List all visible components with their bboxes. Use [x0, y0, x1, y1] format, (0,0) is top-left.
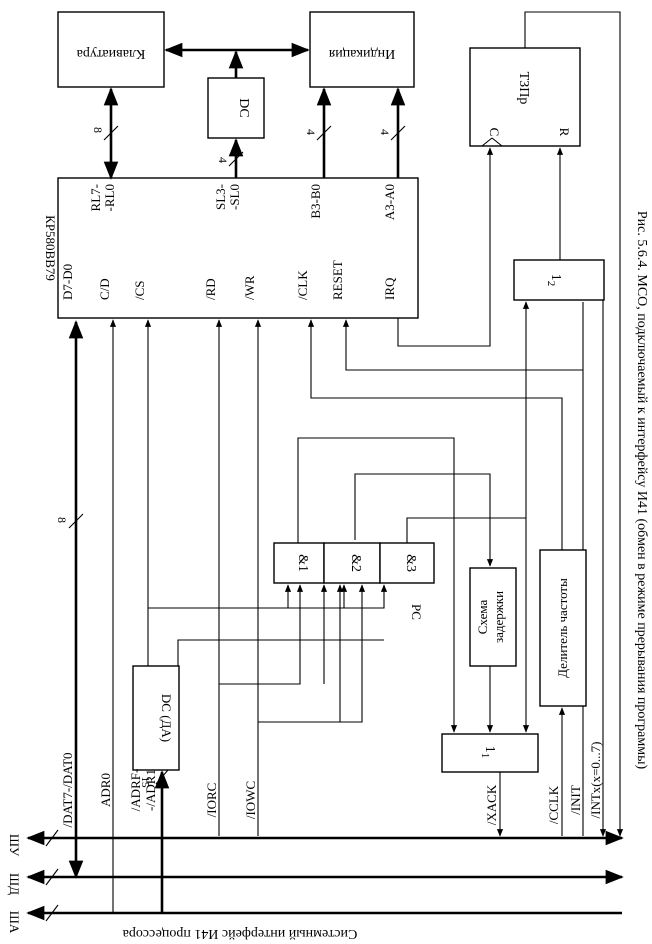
pin-right-label: SL3- [213, 184, 228, 210]
and3-out [406, 517, 530, 733]
tshp-c-clock-mark [481, 137, 493, 147]
keyboard-block [57, 11, 165, 88]
clk-wire [307, 319, 563, 550]
pc-label: PC [409, 604, 424, 620]
dc-small-block [207, 77, 265, 139]
tshp-r-label: R [557, 128, 572, 137]
bus-tick [316, 125, 332, 141]
controller-block [57, 177, 419, 319]
sig-dat: /DAT7-/DAT0 [60, 752, 75, 827]
and2-block [323, 542, 381, 584]
data-width: 8 [55, 517, 69, 523]
bus-tick [103, 125, 119, 141]
and3-block [379, 542, 435, 584]
sig-adr0: ADR0 [98, 773, 113, 807]
dc-small-label: DC [236, 98, 251, 117]
delay-label-2: задержки [491, 591, 506, 643]
sig-xack: /XACK [484, 784, 499, 825]
bus-tick [155, 769, 169, 785]
dc-da-label: DC (ДА) [159, 694, 174, 742]
sl-width: 4 [216, 157, 230, 163]
b-width: 4 [304, 129, 318, 135]
sig-adrf: /ADRF- [128, 769, 143, 812]
pin-right-label: -SL0 [227, 184, 242, 210]
and2-to-delay [354, 473, 494, 567]
pin-right-label: A3-A0 [382, 184, 397, 220]
sig-adr1: -/ADR1 [143, 769, 158, 811]
freq-divider-label: Делитель частоты [555, 578, 570, 678]
bus-tick [228, 151, 244, 167]
and2-label: &2 [348, 554, 363, 572]
bus-label-shd: ШД [7, 873, 22, 895]
tshp-block [469, 47, 581, 147]
delay-label-1: Схема [475, 600, 490, 635]
display-block [309, 11, 415, 88]
sig-iowc: /IOWC [243, 781, 258, 819]
iowc-to-and3 [258, 584, 366, 723]
pin-right-label: -RL0 [102, 184, 117, 211]
and1-label: &1 [295, 554, 310, 572]
cs-line [148, 584, 388, 609]
system-interface-label: Системный интерфейс И41 процессора [122, 926, 358, 941]
pin-right-label: B3-B0 [308, 184, 323, 219]
dc-da-top [177, 639, 384, 666]
bus-tick [45, 829, 59, 847]
delay-block [469, 567, 517, 667]
and1-block [273, 542, 325, 584]
pin-left-label: D7-D0 [60, 264, 75, 300]
tshp-c-label: С [487, 128, 502, 137]
bus-tick [45, 904, 59, 922]
pin-right-label: RL7- [88, 184, 103, 211]
controller-title: КР580ВВ79 [43, 215, 58, 281]
bus-tick [45, 868, 59, 886]
and3-label: &3 [403, 554, 418, 572]
dc-da-block [132, 665, 180, 771]
and1-out [297, 437, 458, 733]
bus-tick [68, 513, 84, 529]
bus-label-sha: ША [7, 911, 22, 934]
iorc-to-and1 [219, 584, 304, 685]
pin-left-label: /CS [132, 280, 147, 300]
pin-left-label: C/D [97, 278, 112, 300]
gate1-label: 11 [479, 746, 497, 759]
pin-left-label: /WR [242, 275, 257, 300]
pin-left-label: IRQ [382, 277, 397, 300]
a-width: 4 [378, 129, 392, 135]
freq-divider-block [539, 549, 587, 707]
pin-left-label: /RD [203, 278, 218, 300]
pin-left-label: /CLK [295, 270, 310, 300]
sig-iorc: /IORC [204, 783, 219, 818]
bus-label-shu: ШУ [7, 834, 22, 857]
pin-left-label: RESET [330, 260, 345, 300]
addr-width: 15 [139, 777, 151, 789]
bus-tick [390, 125, 406, 141]
sig-intx: /INTx(x=0...7) [588, 741, 603, 818]
gate1-block [441, 733, 539, 773]
figure-caption: Рис. 5.6.4. МСО, подключаемый к интерфей… [634, 211, 649, 770]
keyboard-width: 8 [91, 127, 105, 133]
gate2-label: 12 [545, 274, 563, 287]
gate2-block [513, 259, 605, 301]
tshp-label: ТЗПр [516, 72, 531, 105]
sig-cclk: /CCLK [546, 785, 561, 824]
sig-init: /INIT [568, 785, 583, 815]
tshp-c-clock-mark [491, 137, 503, 147]
display-label: Индикация [328, 46, 395, 61]
irq-wire [397, 147, 494, 347]
keyboard-label: Клавиатура [76, 46, 145, 61]
tshp-out-wire [524, 11, 624, 837]
